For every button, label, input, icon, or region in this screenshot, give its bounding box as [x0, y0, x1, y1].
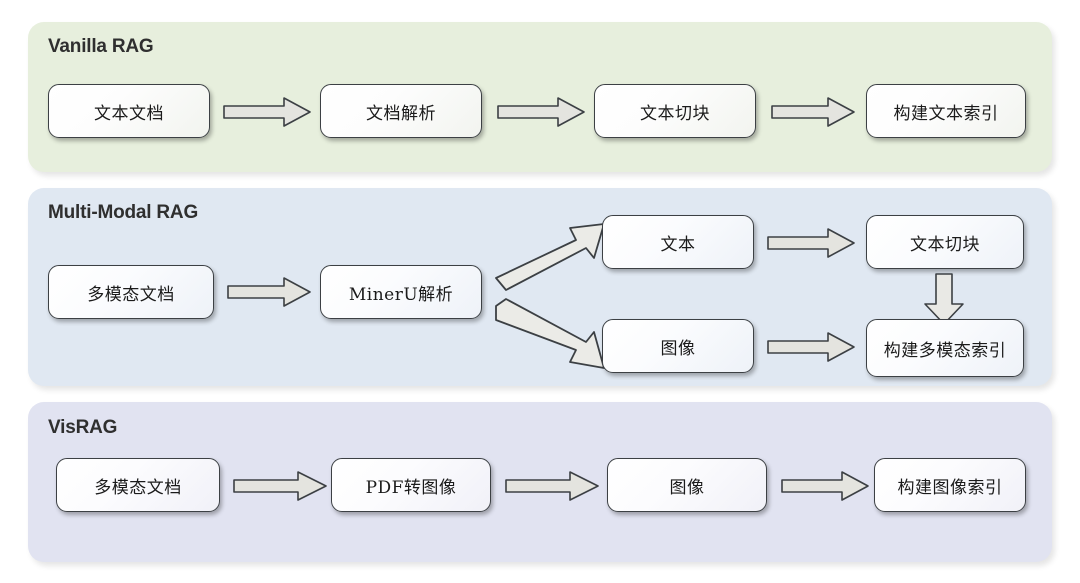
arrow-down-right-b3: [492, 298, 608, 376]
node-label: 图像: [660, 338, 696, 359]
node-label: 文本切块: [640, 103, 710, 124]
node-label: 文本文档: [94, 103, 164, 124]
node-mm-doc-2[interactable]: 多模态文档: [56, 458, 220, 512]
section-title-visrag: VisRAG: [48, 417, 118, 438]
node-label: 构建文本索引: [893, 103, 999, 124]
arrow-right-b6: [766, 331, 856, 363]
node-label: 文档解析: [366, 103, 436, 124]
node-image-2[interactable]: 图像: [607, 458, 767, 512]
node-label: 多模态文档: [94, 477, 182, 498]
section-title-vanilla-rag: Vanilla RAG: [48, 36, 154, 57]
node-label: 构建图像索引: [897, 477, 1003, 498]
node-doc-parse[interactable]: 文档解析: [320, 84, 482, 138]
node-text-doc[interactable]: 文本文档: [48, 84, 210, 138]
node-label: 文本切块: [910, 234, 980, 255]
node-build-text-index[interactable]: 构建文本索引: [866, 84, 1026, 138]
node-text[interactable]: 文本: [602, 215, 754, 269]
arrow-right-a3: [770, 96, 856, 128]
arrow-up-right-b2: [492, 218, 608, 294]
node-build-mm-index[interactable]: 构建多模态索引: [866, 319, 1024, 377]
node-label: PDF转图像: [365, 477, 457, 498]
node-label: 构建多模态索引: [883, 340, 1007, 361]
arrow-right-b4: [766, 227, 856, 259]
section-title-multi-modal-rag: Multi-Modal RAG: [48, 202, 199, 223]
node-mm-doc[interactable]: 多模态文档: [48, 265, 214, 319]
node-pdf-to-image[interactable]: PDF转图像: [331, 458, 491, 512]
node-text-chunk-2[interactable]: 文本切块: [866, 215, 1024, 269]
node-image[interactable]: 图像: [602, 319, 754, 373]
arrow-down-b5: [921, 272, 967, 326]
node-label: 图像: [669, 477, 705, 498]
arrow-right-b1: [226, 276, 312, 308]
arrow-right-c3: [780, 470, 870, 502]
node-label: 文本: [660, 234, 696, 255]
node-mineru-parse[interactable]: MinerU解析: [320, 265, 482, 319]
arrow-right-a2: [496, 96, 586, 128]
arrow-right-c1: [232, 470, 328, 502]
arrow-right-c2: [504, 470, 600, 502]
node-text-chunk[interactable]: 文本切块: [594, 84, 756, 138]
node-label: 多模态文档: [87, 284, 175, 305]
arrow-right-a1: [222, 96, 312, 128]
node-label: MinerU解析: [348, 284, 454, 305]
node-build-image-index[interactable]: 构建图像索引: [874, 458, 1026, 512]
